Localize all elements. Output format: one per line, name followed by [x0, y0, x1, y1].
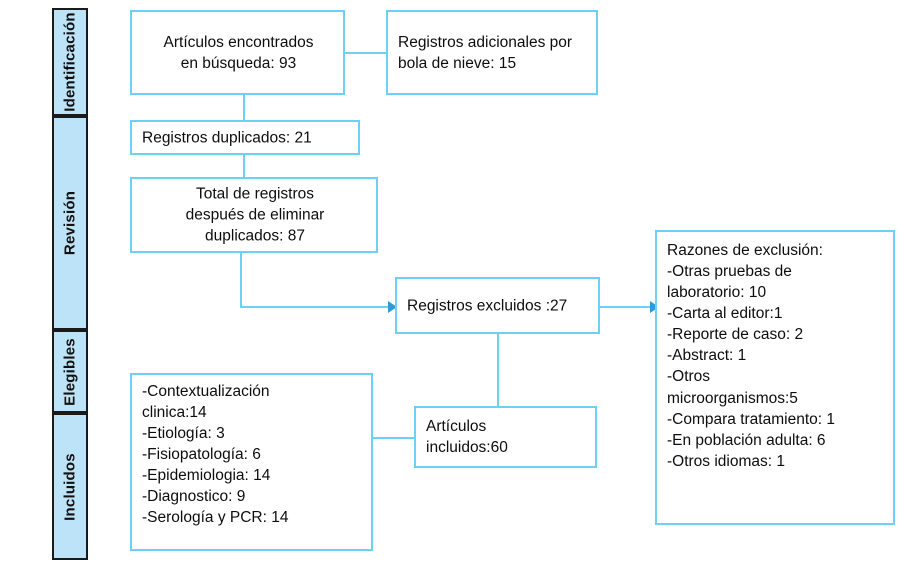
categorias-incluidas-item: -Diagnostico: 9 — [142, 488, 246, 506]
connector-duplicados-to-total — [243, 155, 245, 177]
categorias-incluidas-item: -Etiología: 3 — [142, 425, 225, 443]
razones-exclusion-item: -Abstract: 1 — [667, 347, 747, 365]
arrow-to-registros-excluidos — [388, 301, 397, 313]
razones-exclusion-item: laboratorio: 10 — [667, 284, 767, 302]
connector-encontrados-to-duplicados — [243, 95, 245, 120]
razones-exclusion-item: -Reporte de caso: 2 — [667, 326, 804, 344]
razones-exclusion-item: -Compara tratamiento: 1 — [667, 410, 835, 428]
categorias-incluidas-item: -Contextualización — [142, 383, 270, 400]
connector-excluidos-to-razones — [600, 306, 655, 308]
box-registros-adicionales: Registros adicionales por bola de nieve:… — [386, 10, 598, 95]
razones-exclusion-heading: Razones de exclusión: — [667, 242, 823, 259]
box-registros-excluidos: Registros excluidos :27 — [395, 277, 600, 334]
razones-exclusion-item: -Carta al editor:1 — [667, 305, 783, 323]
razones-exclusion-item: -Otras pruebas de — [667, 263, 792, 281]
registros-adicionales-line2: bola de nieve: 15 — [398, 54, 517, 72]
categorias-incluidas-item: -Fisiopatología: 6 — [142, 446, 261, 464]
connector-total-to-excluidos — [240, 306, 392, 308]
articulos-incluidos-line1: Artículos — [426, 417, 487, 435]
razones-exclusion-item: microorganismos:5 — [667, 389, 798, 407]
categorias-incluidas-item: -Serología y PCR: 14 — [142, 509, 289, 527]
stage-revision: Revisión — [52, 116, 88, 330]
razones-exclusion-item: -En población adulta: 6 — [667, 431, 826, 449]
box-articulos-incluidos: Artículos incluidos:60 — [414, 406, 597, 468]
registros-excluidos-line1: Registros excluidos :27 — [407, 296, 568, 314]
connector-incluidos-to-categorias — [352, 437, 414, 439]
connector-top-horizontal — [345, 52, 386, 54]
box-total-registros: Total de registros después de eliminar d… — [130, 177, 378, 253]
connector-total-down — [240, 253, 242, 307]
razones-exclusion-item: -Otros — [667, 368, 711, 386]
stage-revision-label: Revisión — [61, 190, 79, 256]
stage-identificacion-label: Identificación — [61, 12, 79, 112]
box-razones-exclusion: Razones de exclusión: -Otras pruebas de … — [655, 230, 895, 525]
registros-duplicados-line1: Registros duplicados: 21 — [142, 128, 312, 146]
articulos-incluidos-line2: incluidos:60 — [426, 439, 508, 456]
razones-exclusion-item: -Otros idiomas: 1 — [667, 452, 786, 470]
articulos-encontrados-line1: Artículos encontrados — [163, 33, 314, 51]
articulos-encontrados-line2: en búsqueda: 93 — [180, 54, 297, 72]
total-registros-line2: después de eliminar — [185, 206, 325, 224]
stage-incluidos-label: Incluidos — [61, 452, 79, 521]
stage-identificacion: Identificación — [52, 8, 88, 116]
stage-elegibles-label: Elegibles — [61, 337, 79, 406]
arrow-to-razones-exclusion — [650, 301, 659, 313]
connector-excluidos-to-incluidos — [497, 334, 499, 406]
stage-elegibles: Elegibles — [52, 330, 88, 413]
box-categorias-incluidas: -Contextualización clinica:14 -Etiología… — [130, 373, 373, 551]
box-articulos-encontrados: Artículos encontrados en búsqueda: 93 — [130, 10, 345, 95]
categorias-incluidas-item: -Epidemiologia: 14 — [142, 467, 271, 485]
box-registros-duplicados: Registros duplicados: 21 — [130, 120, 360, 155]
registros-adicionales-line1: Registros adicionales por — [398, 33, 573, 51]
total-registros-line1: Total de registros — [195, 185, 315, 203]
stage-incluidos: Incluidos — [52, 413, 88, 560]
total-registros-line3: duplicados: 87 — [205, 227, 305, 245]
categorias-incluidas-item: clinica:14 — [142, 404, 207, 422]
